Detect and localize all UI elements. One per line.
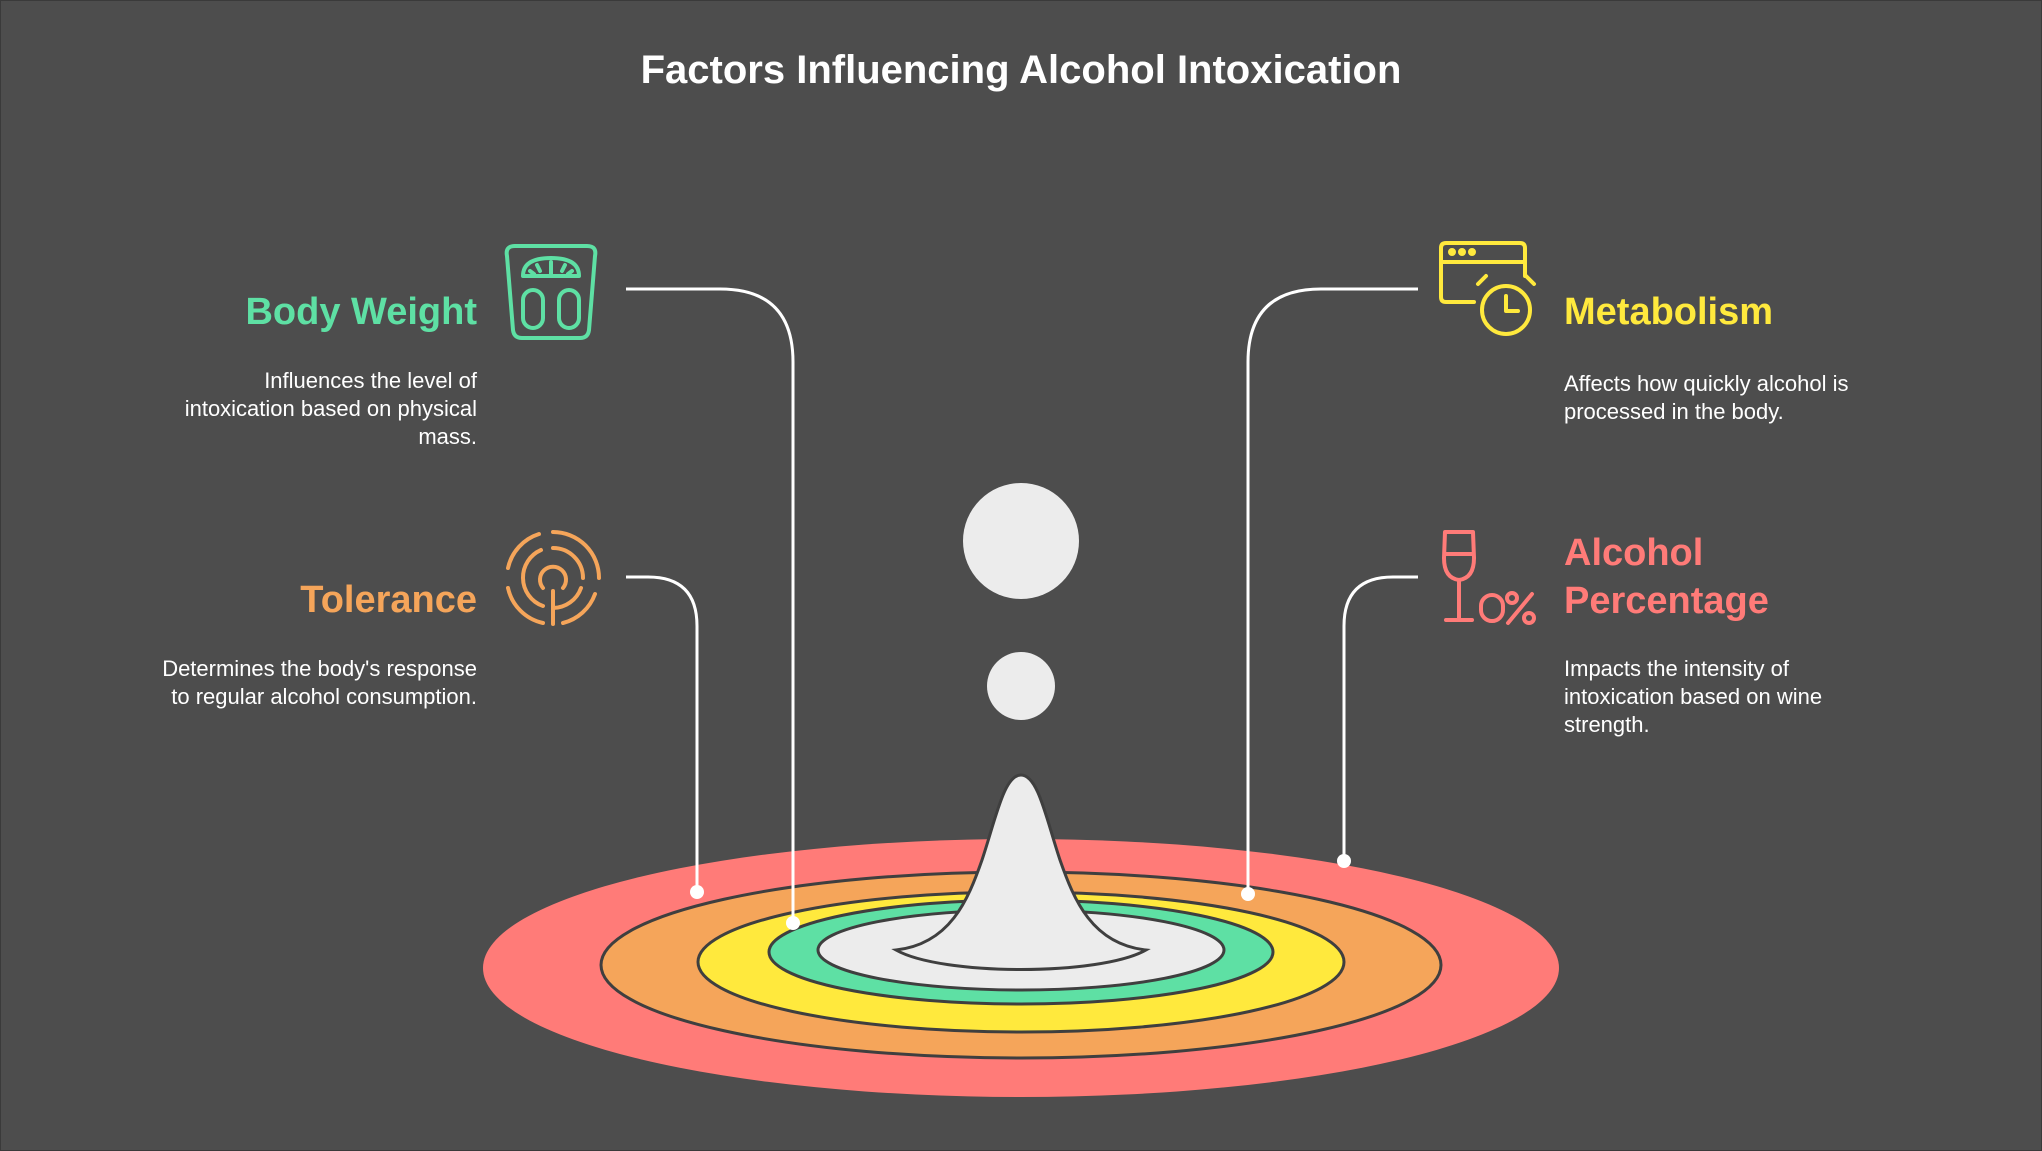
connector-dot-tolerance: [690, 885, 704, 899]
scale-icon: [504, 244, 598, 340]
tolerance-description: Determines the body's response to regula…: [162, 656, 477, 709]
connector-body-weight: [626, 287, 795, 922]
alcohol-percentage-description: Impacts the intensity of intoxication ba…: [1564, 656, 1823, 737]
metabolism-heading: Metabolism: [1564, 291, 1774, 333]
body-weight-description: Influences the level of intoxication bas…: [184, 368, 477, 449]
tolerance-heading: Tolerance: [300, 579, 477, 621]
droplet-small: [987, 652, 1055, 720]
droplet-large: [963, 483, 1079, 599]
alcohol-percentage-heading: Alcohol Percentage: [1564, 532, 1769, 622]
diagram-title: Factors Influencing Alcohol Intoxication: [640, 48, 1402, 92]
connector-dot-body-weight: [786, 916, 800, 930]
wine-glass-percent-icon: [1442, 530, 1536, 625]
connector-dot-metabolism: [1241, 887, 1255, 901]
metabolism-description: Affects how quickly alcohol is processed…: [1564, 371, 1849, 424]
body-weight-heading: Body Weight: [245, 291, 477, 333]
connector-metabolism: [1246, 287, 1418, 894]
droplet-splash: [891, 773, 1151, 971]
connector-tolerance: [626, 575, 699, 892]
target-maze-icon: [506, 530, 601, 626]
connector-alcohol-percentage: [1342, 575, 1418, 861]
browser-clock-icon: [1439, 241, 1536, 336]
connector-dot-alcohol-percentage: [1337, 854, 1351, 868]
